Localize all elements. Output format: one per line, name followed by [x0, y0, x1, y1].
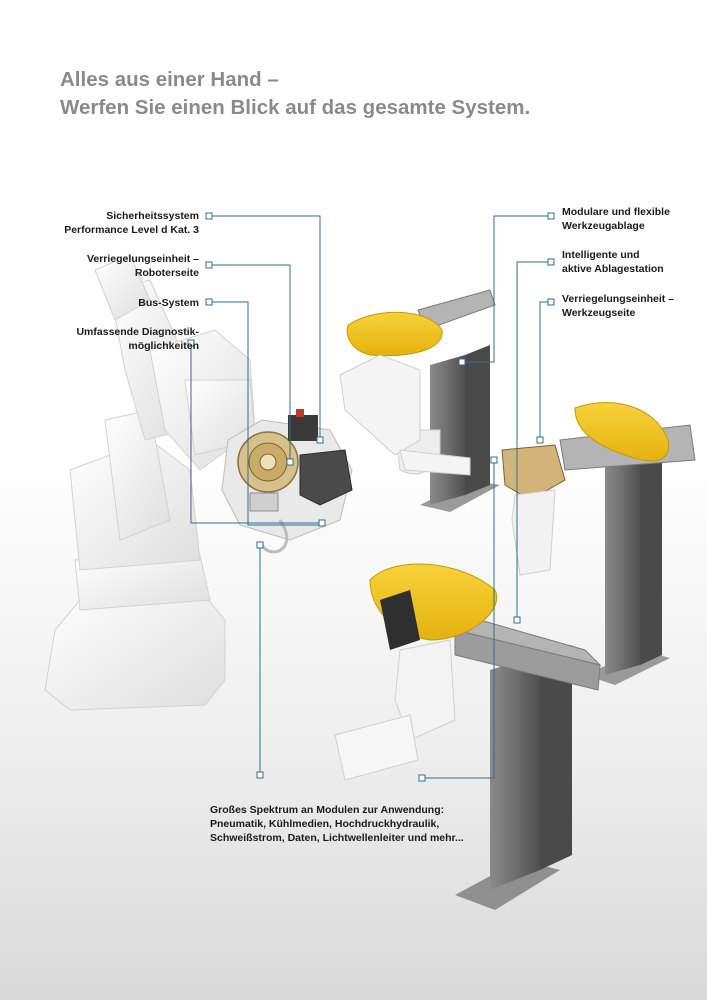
page-heading: Alles aus einer Hand – Werfen Sie einen … [60, 66, 530, 122]
leader-line-markers [187, 212, 555, 782]
heading-line-2: Werfen Sie einen Blick auf das gesamte S… [60, 96, 531, 119]
callout-line: Werkzeugablage [562, 220, 645, 232]
robot-side-coupling [221, 409, 353, 554]
callout-line: Pneumatik, Kühlmedien, Hochdruckhydrauli… [210, 818, 440, 830]
callout-line: Schweißstrom, Daten, Lichtwellenleiter u… [210, 832, 464, 844]
callout-line: Intelligente und [562, 249, 640, 261]
callout-line: Verriegelungseinheit – [562, 293, 675, 305]
callout-line: Modulare und flexible [562, 206, 670, 218]
robot-ghost-illustration [44, 254, 256, 711]
callout-line: Großes Spektrum an Modulen zur Anwendung… [210, 804, 445, 816]
callout-line: Roboterseite [134, 267, 199, 279]
heading-line-1: Alles aus einer Hand – [60, 68, 279, 91]
callout-line: Werkzeugseite [562, 307, 636, 319]
callout-line: aktive Ablagestation [562, 263, 664, 275]
callout-locking-unit-tool: Verriegelungseinheit – Werkzeugseite [562, 292, 674, 320]
callout-diagnostics: Umfassende Diagnostik- möglichkeiten [76, 325, 199, 353]
tool-stand-front [334, 563, 602, 910]
callout-line: Verriegelungseinheit – [86, 253, 199, 265]
callout-storage-station: Intelligente und aktive Ablagestation [562, 248, 664, 276]
callout-line: Performance Level d Kat. 3 [64, 224, 199, 236]
callout-module-spectrum: Großes Spektrum an Modulen zur Anwendung… [210, 803, 464, 845]
tool-stand-back [339, 289, 500, 512]
callout-line: möglichkeiten [128, 340, 199, 352]
callout-safety-system: Sicherheitssystem Performance Level d Ka… [64, 209, 199, 237]
leader-lines [190, 215, 551, 779]
callout-line: Sicherheitssystem [106, 210, 199, 222]
callout-locking-unit-robot: Verriegelungseinheit – Roboterseite [87, 252, 199, 280]
callout-tool-storage: Modulare und flexible Werkzeugablage [562, 205, 670, 233]
callout-line: Bus-System [138, 297, 199, 309]
callout-line: Umfassende Diagnostik- [76, 326, 199, 338]
tool-stand-right [501, 402, 696, 685]
callout-bus-system: Bus-System [138, 296, 199, 310]
